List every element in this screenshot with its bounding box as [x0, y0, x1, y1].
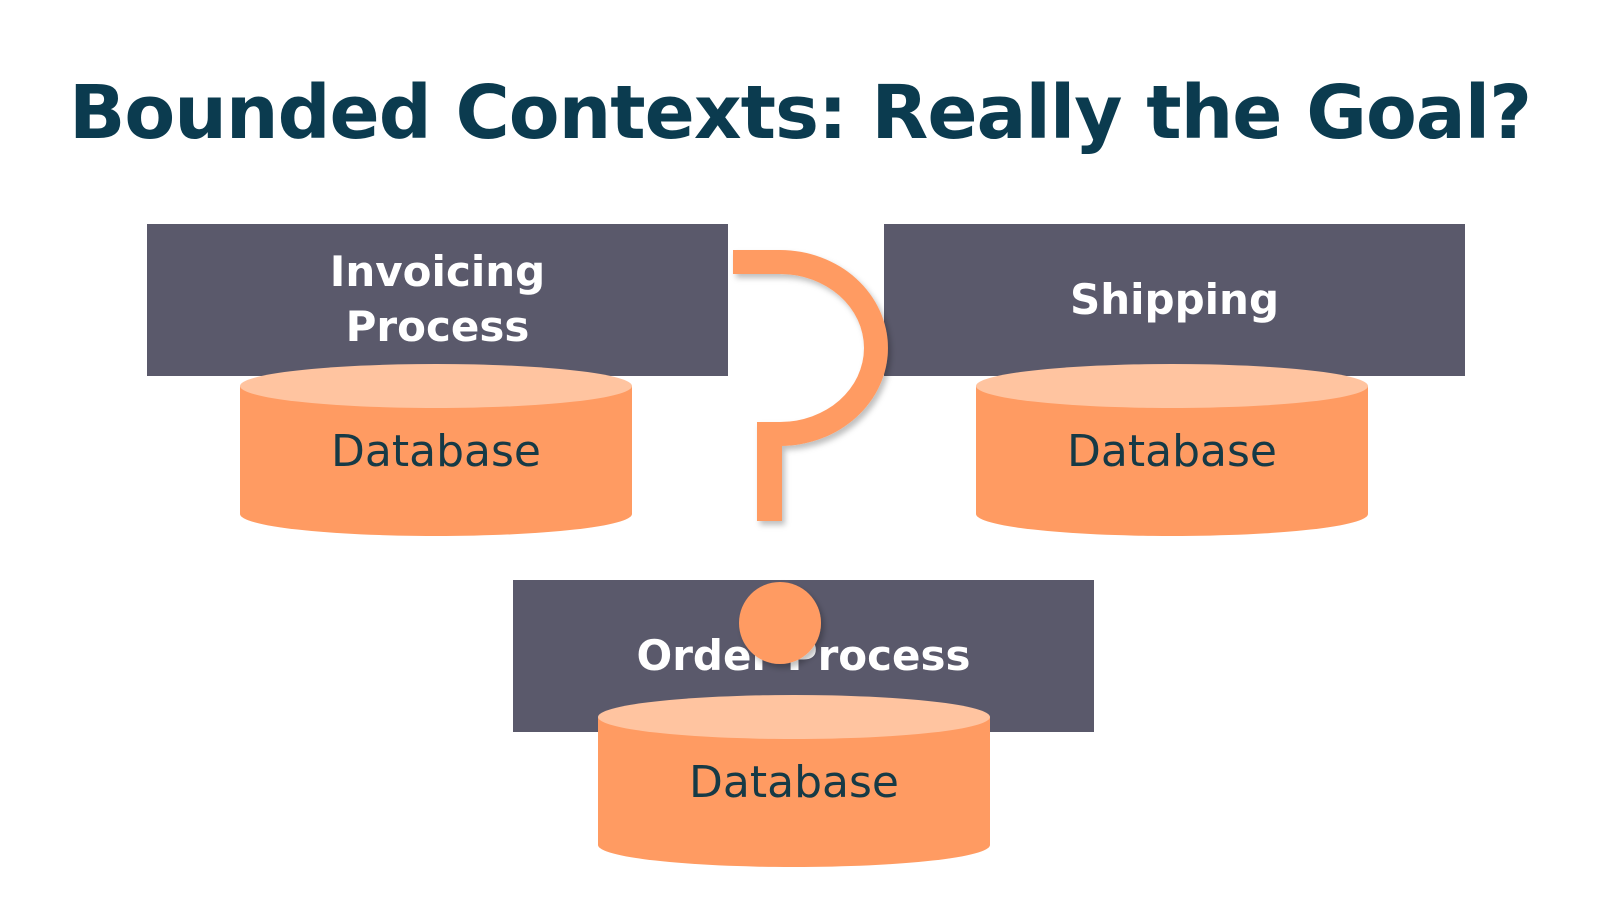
shipping-context-box: Shipping [884, 224, 1465, 376]
order-database-icon: Database [598, 695, 990, 871]
order-database-label: Database [689, 757, 899, 808]
invoicing-context-label-line1: Invoicing [329, 247, 546, 297]
shipping-database-label: Database [1067, 426, 1277, 477]
invoicing-context-label-line2: Process [345, 302, 530, 351]
page-title: Bounded Contexts: Really the Goal? [68, 70, 1532, 156]
shipping-context-label: Shipping [1069, 274, 1280, 324]
invoicing-database-label: Database [331, 426, 541, 477]
invoicing-context-box: Invoicing Process [147, 224, 728, 376]
invoicing-database-icon: Database [240, 364, 632, 540]
shipping-database-icon: Database [976, 364, 1368, 540]
